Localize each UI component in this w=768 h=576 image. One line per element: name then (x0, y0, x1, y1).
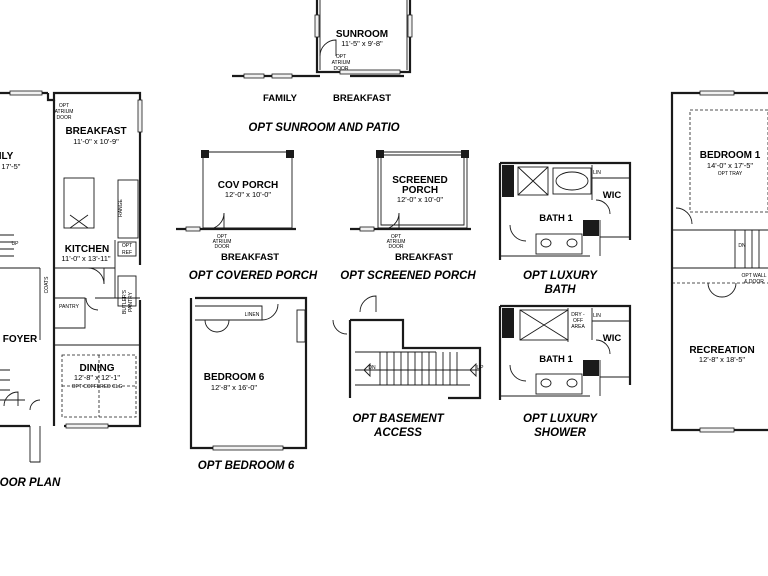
breakfast-dim: 11'-0" x 10'-9" (73, 137, 119, 146)
covered-porch-plan (176, 150, 296, 232)
basement-access-plan (332, 295, 482, 400)
screened-porch-label-line2: PORCH (402, 185, 438, 196)
shower-wic-label: WIC (603, 333, 622, 344)
opt-tray-label: OPT TRAY (718, 171, 743, 177)
range-label: RANGE (118, 198, 124, 216)
basement-up-label: UP (477, 365, 485, 371)
basement-caption-line1: OPT BASEMENT (352, 413, 444, 425)
dry-off-line3: AREA (571, 324, 585, 330)
sunroom-atrium-line1: OPT (336, 54, 346, 60)
bedroom1-dim: 14'-0" x 17'-5" (707, 161, 753, 170)
luxury-bath-plan (498, 161, 632, 260)
opt-ref-line2: REF (122, 250, 132, 256)
family-label-partial: ILY (0, 151, 14, 162)
cov-atrium-line2: ATRIUM (213, 239, 232, 245)
cov-breakfast-label: BREAKFAST (221, 252, 279, 263)
bedroom6-plan (189, 296, 308, 451)
dry-off-line1: DRY - (571, 312, 585, 318)
screened-porch-label-line1: SCREENED (392, 175, 448, 186)
bedroom6-label: BEDROOM 6 (204, 372, 265, 383)
family-dim-partial: x 17'-5" (0, 162, 21, 171)
main-stair-up-label: UP (12, 241, 20, 247)
bedroom1-label: BEDROOM 1 (700, 150, 761, 161)
opt-ref-line1: OPT (122, 243, 132, 249)
upper-floor-plan (670, 90, 768, 433)
butlers-pantry-line2: PANTRY (128, 291, 134, 311)
right-dn-label: DN (738, 243, 746, 249)
main-atrium-line2: ATRIUM (55, 109, 74, 115)
main-floor-plan (0, 90, 143, 463)
luxury-shower-caption-line1: OPT LUXURY (523, 413, 598, 425)
opt-wall-door-line1: OPT WALL (741, 273, 766, 279)
main-atrium-line1: OPT (59, 103, 69, 109)
recreation-label: RECREATION (689, 345, 754, 356)
sunroom-label: SUNROOM (336, 29, 388, 40)
basement-dn-label: DN (368, 365, 376, 371)
recreation-dim: 12'-8" x 18'-5" (699, 355, 745, 364)
bath1-label: BATH 1 (539, 213, 573, 224)
scr-atrium-line3: DOOR (389, 244, 404, 250)
shower-lin-label: LIN (593, 313, 601, 319)
dining-dim: 12'-8" x 12'-1" (74, 373, 120, 382)
scr-atrium-line1: OPT (391, 234, 401, 240)
dining-label: DINING (80, 363, 115, 374)
main-atrium-line3: DOOR (57, 115, 72, 121)
screened-porch-plan (350, 150, 471, 232)
luxury-shower-plan (498, 304, 632, 400)
sunroom-atrium-line3: DOOR (334, 66, 349, 72)
shower-bath1-label: BATH 1 (539, 354, 573, 365)
pantry-label: PANTRY (59, 304, 79, 310)
bath-lin-label: LIN (593, 170, 601, 176)
screened-porch-caption: OPT SCREENED PORCH (340, 270, 476, 282)
bedroom6-caption: OPT BEDROOM 6 (198, 460, 295, 472)
cov-atrium-line3: DOOR (215, 244, 230, 250)
sunroom-family-label: FAMILY (263, 93, 298, 104)
luxury-shower-caption-line2: SHOWER (534, 427, 586, 439)
screened-porch-dim: 12'-0" x 10'-0" (397, 195, 443, 204)
breakfast-label: BREAKFAST (65, 126, 126, 137)
sunroom-atrium-line2: ATRIUM (332, 60, 351, 66)
scr-breakfast-label: BREAKFAST (395, 252, 453, 263)
luxury-bath-caption-line1: OPT LUXURY (523, 270, 598, 282)
sunroom-caption: OPT SUNROOM AND PATIO (248, 122, 399, 134)
butlers-pantry-line1: BUTLER'S (122, 289, 128, 314)
kitchen-label: KITCHEN (65, 244, 109, 255)
scr-atrium-line2: ATRIUM (387, 239, 406, 245)
cov-porch-caption: OPT COVERED PORCH (189, 270, 318, 282)
cov-porch-dim: 12'-0" x 10'-0" (225, 190, 271, 199)
sunroom-dim: 11'-5" x 9'-8" (341, 39, 383, 48)
dining-note: OPT COFFERED CLG (72, 384, 123, 390)
luxury-bath-caption-line2: BATH (544, 284, 576, 296)
opt-wall-door-line2: & DOOR (744, 279, 764, 285)
coats-label: COATS (44, 276, 50, 294)
sunroom-breakfast-label: BREAKFAST (333, 93, 391, 104)
dry-off-line2: OFF (573, 318, 583, 324)
bath-wic-label: WIC (603, 190, 622, 201)
basement-caption-line2: ACCESS (373, 427, 422, 439)
main-plan-caption-partial: OOR PLAN (0, 477, 61, 489)
foyer-label: FOYER (3, 334, 38, 345)
sunroom-plan (232, 0, 413, 79)
linen-label: LINEN (245, 312, 260, 318)
cov-porch-label: COV PORCH (218, 180, 279, 191)
cov-atrium-line1: OPT (217, 234, 227, 240)
kitchen-dim: 11'-0" x 13'-11" (61, 254, 111, 263)
bedroom6-dim: 12'-8" x 16'-0" (211, 383, 257, 392)
